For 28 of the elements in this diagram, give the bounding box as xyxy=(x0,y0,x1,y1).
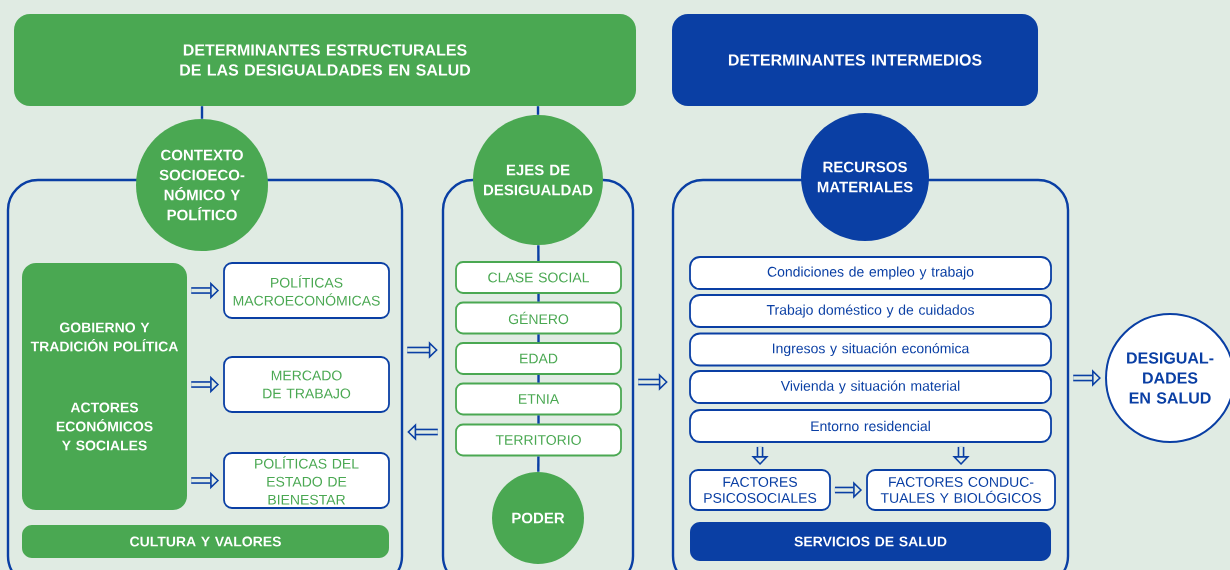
resource-box: Vivienda y situación material xyxy=(689,370,1052,404)
axis-box: EDAD xyxy=(455,342,622,375)
factor-box: FACTORES CONDUC- TUALES Y BIOLÓGICOS xyxy=(866,469,1056,511)
resource-box: Entorno residencial xyxy=(689,409,1052,443)
policy-box: MERCADO DE TRABAJO xyxy=(223,356,390,413)
axis-box: CLASE SOCIAL xyxy=(455,261,622,294)
axis-box: GÉNERO xyxy=(455,301,622,335)
connector-line xyxy=(537,415,540,424)
group-box: GOBIERNO Y TRADICIÓN POLÍTICA ACTORES ECONÓMICOS Y SOCIALES xyxy=(22,263,187,510)
connector-line xyxy=(537,293,540,302)
policy-box: POLÍTICAS MACROECONÓMICAS xyxy=(223,262,390,319)
header-banner: DETERMINANTES ESTRUCTURALES DE LAS DESIGUALDADES EN SALUD xyxy=(14,14,636,106)
axis-box: ETNIA xyxy=(455,382,622,416)
footer-bar: SERVICIOS DE SALUD xyxy=(690,522,1051,561)
factor-box: FACTORES PSICOSOCIALES xyxy=(689,469,831,511)
connector-line xyxy=(537,456,540,472)
policy-box: POLÍTICAS DEL ESTADO DE BIENESTAR xyxy=(223,452,390,509)
resource-box: Condiciones de empleo y trabajo xyxy=(689,256,1052,290)
resource-box: Trabajo doméstico y de cuidados xyxy=(689,294,1052,328)
connector-line xyxy=(537,245,540,262)
connector-line xyxy=(536,106,540,115)
axis-box: TERRITORIO xyxy=(455,423,622,457)
footer-bar: CULTURA Y VALORES xyxy=(22,525,389,558)
connector-line xyxy=(200,106,204,119)
connector-line xyxy=(537,374,540,383)
header-banner: DETERMINANTES INTERMEDIOS xyxy=(672,14,1038,106)
resource-box: Ingresos y situación económica xyxy=(689,332,1052,367)
connector-line xyxy=(537,334,540,343)
